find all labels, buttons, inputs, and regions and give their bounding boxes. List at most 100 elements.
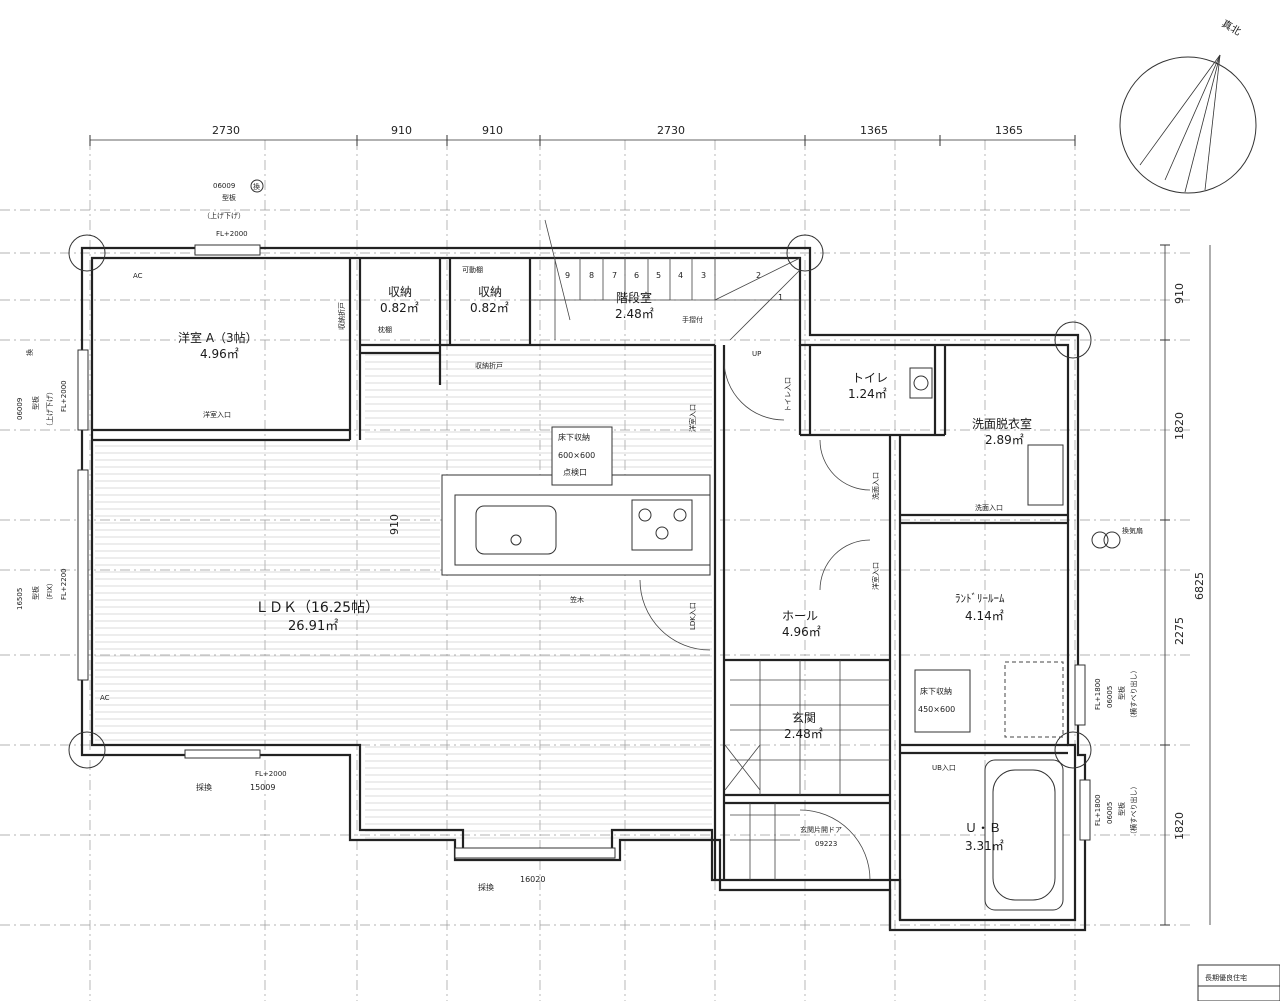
room-toilet-name: トイレ [852, 371, 888, 385]
ac-label-2: AC [100, 694, 110, 702]
stair-step-8: 8 [589, 271, 594, 280]
window-ldk-code: 16505 [16, 588, 24, 610]
stair-step-6: 6 [634, 271, 639, 280]
window-ldk-type: 型板 [31, 586, 40, 600]
kitchen-counter [441, 474, 711, 576]
window-left-fl: FL+2000 [60, 380, 68, 412]
dim-top-4: 2730 [657, 124, 685, 137]
window-right-1-fl: FL+1800 [1094, 678, 1102, 710]
kanki-fan-2 [1103, 531, 1121, 549]
dim-top-5: 1365 [860, 124, 888, 137]
window-right-2-open: （横すべり出し） [1129, 782, 1138, 838]
room-ldk-area: 26.91㎡ [288, 619, 338, 634]
window-left-mark: 換 [25, 349, 34, 356]
stair-step-9: 9 [565, 271, 570, 280]
room-youshitsu-a-door: 洋室入口 [203, 410, 231, 419]
window-left-type: 型板 [31, 396, 40, 410]
kazari-label: 笠木 [570, 595, 584, 604]
room-toilet-door: トイレ入口 [784, 377, 792, 412]
window-top-mark: 換 [253, 182, 260, 191]
dim-top-2: 910 [391, 124, 412, 137]
yukashita-box-1 [551, 426, 613, 486]
window-ldk-fl: FL+2200 [60, 568, 68, 600]
room-genkan-area: 2.48㎡ [784, 727, 823, 741]
room-senmen-door: 洗面入口 [975, 503, 1003, 512]
top-dimension-line [89, 135, 1076, 146]
stair-step-4: 4 [678, 271, 683, 280]
window-right-2-code: 06005 [1106, 802, 1114, 824]
room-genkan-name: 玄関 [792, 710, 816, 725]
column-circles [68, 234, 1092, 769]
genkan-tiles [724, 660, 890, 880]
room-toilet-area: 1.24㎡ [848, 387, 887, 401]
window-right-2-fl: FL+1800 [1094, 794, 1102, 826]
senmen-entrance-2: 洗面入口 [871, 472, 880, 500]
dim-right-3: 2275 [1173, 617, 1186, 645]
yukashita-box-2 [914, 669, 971, 733]
up-label: UP [752, 350, 761, 358]
stair-step-1: 1 [778, 293, 783, 302]
fold-door-2: 収納折戸 [475, 361, 503, 370]
window-bottom-1-mark: 採換 [196, 782, 212, 792]
dim-right-4: 1820 [1173, 812, 1186, 840]
genkan-door-l1: 玄関片開ドア [800, 825, 842, 834]
window-top-type: 型板 [222, 193, 236, 202]
window-ldk-open: （FIX） [46, 579, 54, 604]
window-left-code: 06009 [16, 398, 24, 420]
room-ldk-name: ＬＤＫ（16.25帖） [255, 600, 379, 616]
kadoka-label: 可動棚 [462, 265, 483, 274]
room-senmen-area: 2.89㎡ [985, 433, 1024, 447]
dim-right-1: 910 [1173, 283, 1186, 304]
yukashita-1-l2: 600×600 [558, 451, 595, 460]
yukashita-2-l2: 450×600 [918, 705, 955, 714]
laundry-dashed-area [1004, 661, 1064, 738]
seal-label: 長期優良住宅 [1205, 973, 1247, 982]
room-ldk-door: LDK入口 [689, 602, 697, 630]
fold-door-1: 収納折戸 [337, 302, 346, 330]
yukashita-1-l1: 床下収納 [558, 432, 590, 442]
stair-step-3: 3 [701, 271, 706, 280]
room-youshitsu-a-area: 4.96㎡ [200, 347, 239, 361]
window-top-fl: FL+2000 [216, 230, 248, 238]
makura-label: 枕棚 [378, 325, 392, 334]
right-dimension-line [1160, 244, 1211, 926]
room-shuno-1-name: 収納 [388, 285, 412, 299]
window-bottom-2-code: 16020 [520, 875, 545, 884]
room-laundry-area: 4.14㎡ [965, 609, 1004, 623]
yukashita-2-l1: 床下収納 [920, 686, 952, 696]
stair-step-2: 2 [756, 271, 761, 280]
window-top-mark-circle [250, 179, 264, 193]
room-ub-area: 3.31㎡ [965, 839, 1004, 853]
room-youshitsu-a-name: 洋室 A（3帖） [178, 330, 258, 345]
dim-top-1: 2730 [212, 124, 240, 137]
room-ub-name: Ｕ・Ｂ [965, 821, 1001, 835]
washbasin [1027, 444, 1064, 506]
kanki-fan-1 [1091, 531, 1109, 549]
youshitsu-entrance-2: 洋室入口 [871, 562, 880, 590]
north-label: 真北 [1220, 17, 1244, 38]
dim-910-kitchen: 910 [388, 514, 401, 535]
room-laundry-name: ﾗﾝﾄﾞﾘｰﾙｰﾑ [955, 592, 1005, 605]
window-bottom-1-code: 15009 [250, 783, 275, 792]
exterior-walls [80, 246, 1087, 932]
room-hall-name: ホール [782, 609, 818, 623]
dim-top-3: 910 [482, 124, 503, 137]
room-senmen-name: 洗面脱衣室 [972, 416, 1032, 431]
window-bottom-2-mark: 採換 [478, 882, 494, 892]
window-left-open: （上げ下げ） [45, 388, 54, 430]
room-kaidan-name: 階段室 [616, 290, 652, 305]
dim-right-2: 1820 [1173, 412, 1186, 440]
kanki-label: 換気扇 [1122, 526, 1143, 535]
window-right-1-code: 06005 [1106, 686, 1114, 708]
door-swings [639, 359, 871, 881]
window-right-2-type: 型板 [1117, 802, 1126, 816]
youshitsu-entrance-1: 洋室入口 [688, 404, 697, 432]
dim-top-6: 1365 [995, 124, 1023, 137]
room-hall-area: 4.96㎡ [782, 625, 821, 639]
seal-box [1197, 964, 1280, 1001]
interior-walls [92, 258, 1068, 930]
room-kaidan-area: 2.48㎡ [615, 307, 654, 321]
north-compass [1119, 54, 1257, 194]
window-right-1-type: 型板 [1117, 686, 1126, 700]
